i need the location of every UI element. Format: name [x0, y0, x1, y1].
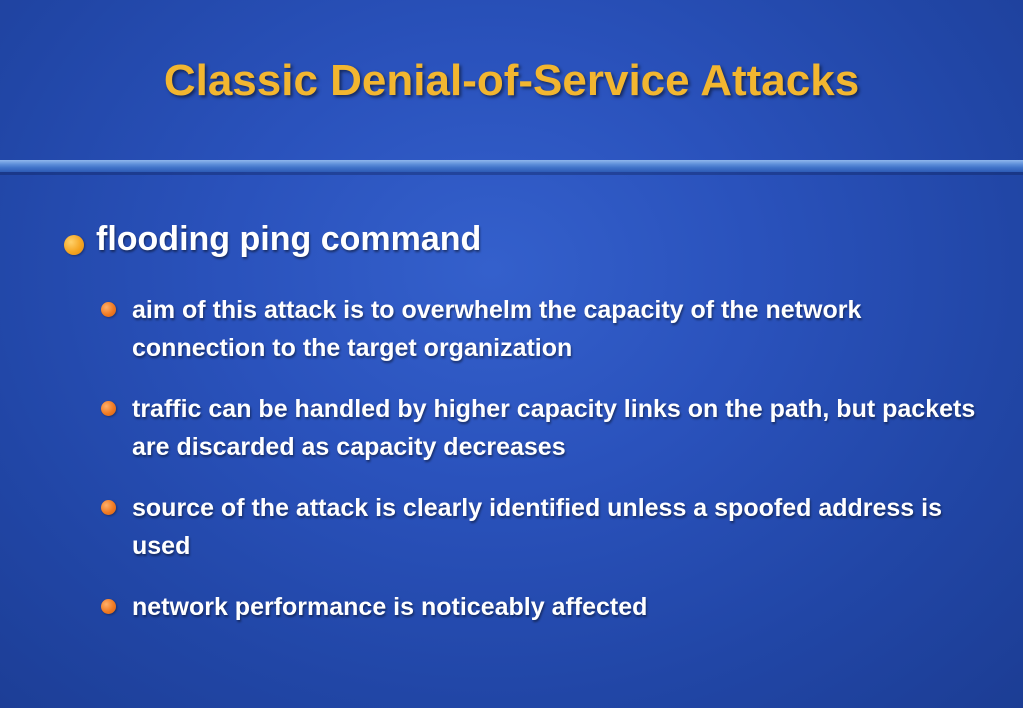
title-divider [0, 160, 1023, 172]
subbullet-item: network performance is noticeably affect… [132, 593, 648, 621]
bullet-level2-icon [101, 302, 116, 317]
subbullet-item: aim of this attack is to overwhelm the c… [132, 296, 862, 362]
slide-title: Classic Denial-of-Service Attacks [163, 56, 860, 105]
bullet-level2-icon [101, 401, 116, 416]
bullet-level1-icon [64, 235, 84, 255]
bullet-level2-icon [101, 599, 116, 614]
bullet-level1: flooding ping command [96, 220, 482, 258]
bullet-level2-icon [101, 500, 116, 515]
subbullet-item: traffic can be handled by higher capacit… [132, 395, 976, 461]
title-divider-shadow [0, 172, 1023, 175]
subbullet-item: source of the attack is clearly identifi… [132, 494, 942, 560]
